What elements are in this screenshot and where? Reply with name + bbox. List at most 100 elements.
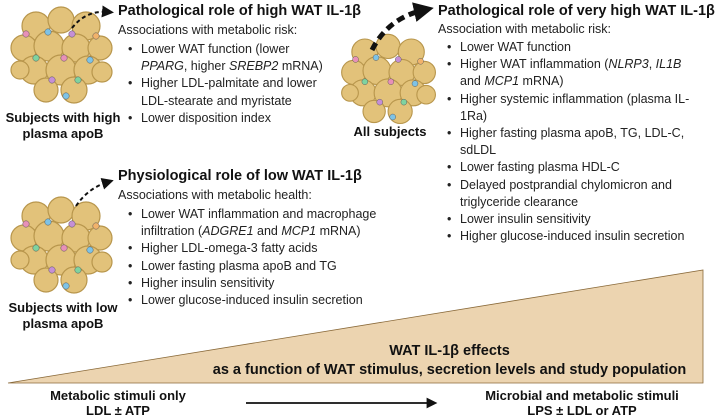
adipocyte	[362, 99, 386, 124]
high-il1b-subtitle: Associations with metabolic risk:	[118, 23, 298, 37]
immune-cell	[400, 98, 408, 106]
immune-cell	[44, 218, 52, 226]
list-item: Higher insulin sensitivity	[128, 275, 378, 292]
immune-cell	[32, 244, 40, 252]
very-high-il1b-list: Lower WAT function Higher WAT inflammati…	[447, 39, 705, 246]
adipocyte-cluster	[10, 6, 113, 104]
immune-cell	[86, 56, 94, 64]
adipose-tissue-high-apob-icon	[10, 6, 113, 104]
list-item-text: Higher LDL-palmitate and lower LDL-stear…	[141, 76, 317, 108]
adipocyte	[33, 77, 59, 103]
triangle-label-line2: as a function of WAT stimulus, secretion…	[212, 362, 687, 378]
immune-cell	[48, 266, 56, 274]
immune-cell	[372, 54, 380, 61]
adipocyte	[10, 250, 30, 270]
adipocyte	[416, 84, 436, 105]
list-item: Lower glucose-induced insulin secretion	[128, 292, 378, 309]
immune-cell	[92, 32, 100, 40]
immune-cell	[32, 54, 40, 62]
metabolic-stimuli-label: Metabolic stimuli only	[50, 388, 186, 403]
adipocyte	[33, 267, 59, 293]
dashed-arrow-very-high	[369, 2, 434, 52]
list-item: Lower fasting plasma apoB and TG	[128, 258, 378, 275]
immune-cell	[68, 220, 76, 228]
high-apob-caption: Subjects with high plasma apoB	[5, 110, 121, 141]
list-item-text: Lower fasting plasma HDL-C	[460, 160, 620, 175]
adipocyte-cluster	[10, 196, 113, 294]
list-item-text: Lower WAT function	[460, 40, 571, 54]
high-il1b-list: Lower WAT function (lower PPARG, higher …	[128, 41, 334, 127]
low-il1b-subtitle: Associations with metabolic health:	[118, 188, 312, 202]
list-item: Lower disposition index	[128, 110, 334, 127]
adipocyte	[91, 61, 113, 83]
low-apob-caption: Subjects with low plasma apoB	[8, 300, 118, 331]
adipocyte-cluster	[341, 33, 436, 125]
list-item-text: Higher insulin sensitivity	[141, 275, 275, 290]
list-item-text: Higher glucose-induced insulin secretion	[460, 229, 685, 244]
list-item: Lower WAT function (lower PPARG, higher …	[128, 41, 334, 75]
dashed-arrow-low	[75, 177, 114, 207]
very-high-il1b-title: Pathological role of very high WAT IL-1β	[438, 3, 715, 19]
adipose-tissue-low-apob-icon	[10, 196, 113, 294]
immune-cell	[22, 30, 30, 38]
immune-cell	[389, 113, 396, 121]
high-il1b-title: Pathological role of high WAT IL-1β	[118, 3, 361, 19]
list-item: Higher WAT inflammation (NLRP3, IL1B and…	[447, 56, 705, 90]
list-item: Higher glucose-induced insulin secretion	[447, 228, 705, 245]
triangle-label-line1: WAT IL-1β effects	[389, 343, 510, 359]
list-item-text: Higher systemic inflammation (plasma IL-…	[460, 91, 690, 123]
immune-cell	[387, 78, 395, 85]
immune-cell	[60, 54, 68, 62]
list-item-text: Lower glucose-induced insulin secretion	[141, 293, 363, 308]
list-item-text: Lower fasting plasma apoB and TG	[141, 258, 337, 273]
list-item: Delayed postprandial chylomicron and tri…	[447, 177, 705, 211]
all-subjects-caption: All subjects	[353, 124, 427, 139]
list-item: Higher LDL-omega-3 fatty acids	[128, 240, 378, 257]
adipocyte	[87, 225, 113, 251]
list-item: Lower insulin sensitivity	[447, 211, 705, 228]
microbial-stimuli-label: Microbial and metabolic stimuli	[485, 388, 679, 403]
immune-cell	[60, 244, 68, 252]
list-item-text: Higher fasting plasma apoB, TG, LDL-C, s…	[460, 126, 685, 158]
list-item-text: Delayed postprandial chylomicron and tri…	[460, 177, 672, 209]
adipose-tissue-all-subjects-icon	[341, 33, 436, 125]
dashed-arrow-high	[71, 5, 114, 29]
adipocyte	[91, 251, 113, 273]
immune-cell	[74, 266, 82, 274]
list-item: Lower fasting plasma HDL-C	[447, 159, 705, 176]
list-item-text: Lower disposition index	[141, 110, 271, 125]
immune-cell	[44, 28, 52, 36]
immune-cell	[48, 76, 56, 84]
adipocyte	[87, 35, 113, 61]
low-il1b-title: Physiological role of low WAT IL-1β	[118, 168, 362, 184]
immune-cell	[92, 222, 100, 230]
low-il1b-list: Lower WAT inflammation and macrophage in…	[128, 206, 378, 309]
list-item: Higher LDL-palmitate and lower LDL-stear…	[128, 75, 334, 109]
list-item: Higher fasting plasma apoB, TG, LDL-C, s…	[447, 125, 705, 159]
immune-cell	[411, 80, 419, 87]
immune-cell	[352, 56, 359, 63]
immune-cell	[395, 56, 402, 63]
microbial-stimuli-detail: LPS ± LDL or ATP	[527, 403, 637, 418]
immune-cell	[361, 78, 369, 85]
immune-cell	[68, 30, 76, 38]
adipocyte	[10, 60, 30, 80]
list-item-text: Higher WAT inflammation (NLRP3, IL1B and…	[460, 57, 682, 89]
adipocyte	[341, 83, 359, 102]
metabolic-stimuli-detail: LDL ± ATP	[86, 403, 150, 418]
immune-cell	[86, 246, 94, 254]
very-high-il1b-subtitle: Association with metabolic risk:	[438, 22, 611, 36]
list-item: Lower WAT inflammation and macrophage in…	[128, 206, 378, 240]
list-item-text: Lower WAT function (lower PPARG, higher …	[141, 42, 323, 74]
immune-cell	[62, 282, 70, 290]
immune-cell	[62, 92, 70, 100]
immune-cell	[376, 98, 383, 106]
list-item: Lower WAT function	[447, 39, 705, 56]
immune-cell	[22, 220, 30, 228]
list-item-text: Higher LDL-omega-3 fatty acids	[141, 241, 318, 256]
adipocyte	[412, 60, 436, 85]
list-item-text: Lower insulin sensitivity	[460, 212, 591, 227]
immune-cell	[74, 76, 82, 84]
